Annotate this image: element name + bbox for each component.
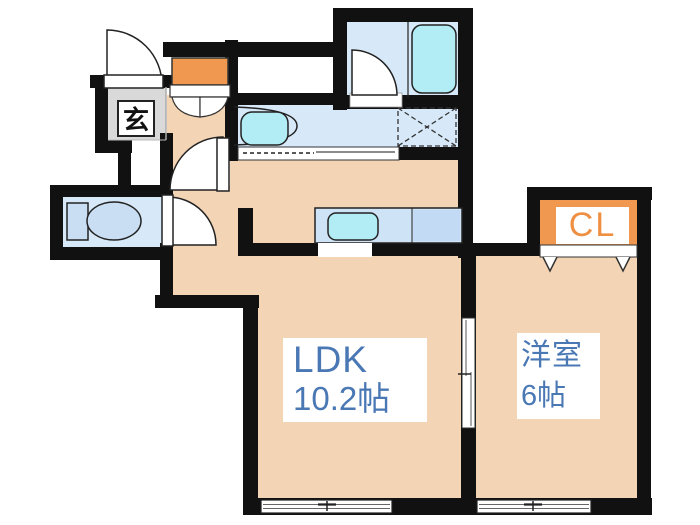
entrance-label: 玄 <box>117 100 155 137</box>
wall <box>50 185 173 197</box>
wall <box>118 140 131 190</box>
entrance-door-swing <box>106 29 163 86</box>
wall <box>238 243 540 256</box>
wall <box>160 75 173 88</box>
wall <box>155 295 259 308</box>
floor-bathroom <box>347 22 458 98</box>
wall <box>50 185 63 260</box>
entrance-label-text: 玄 <box>122 105 149 135</box>
floor-kitchen-corridor <box>230 158 462 246</box>
wall <box>160 243 173 305</box>
ldk-size: 10.2帖 <box>293 380 391 417</box>
bedroom-name: 洋室 <box>521 339 583 372</box>
closet-label-text: CL <box>568 206 617 244</box>
wall <box>95 75 108 153</box>
wall <box>226 93 334 105</box>
floor-washroom <box>233 104 458 148</box>
wall <box>163 42 335 57</box>
wall <box>527 187 652 200</box>
floor-toilet <box>63 197 163 247</box>
wall <box>238 208 253 248</box>
wall <box>50 247 170 260</box>
ldk-label: LDK 10.2帖 <box>283 338 427 422</box>
closet-label: CL <box>556 206 629 244</box>
wall <box>461 498 652 515</box>
wall <box>395 147 459 160</box>
wall <box>637 187 651 515</box>
wall <box>160 133 173 191</box>
wall <box>333 95 459 109</box>
wall <box>461 243 476 503</box>
wall <box>90 75 105 88</box>
wall <box>458 8 473 258</box>
floor-hall-entrance <box>167 95 228 190</box>
ldk-name: LDK <box>293 339 368 380</box>
wall <box>527 187 540 245</box>
bedroom-size: 6帖 <box>521 380 567 412</box>
toilet-door-leaf <box>161 194 174 247</box>
shoe-cabinet <box>171 57 229 86</box>
wall <box>333 8 473 22</box>
wall <box>243 498 463 515</box>
bedroom-label: 洋室 6帖 <box>517 333 600 419</box>
wall <box>333 8 347 110</box>
wall <box>243 300 258 515</box>
